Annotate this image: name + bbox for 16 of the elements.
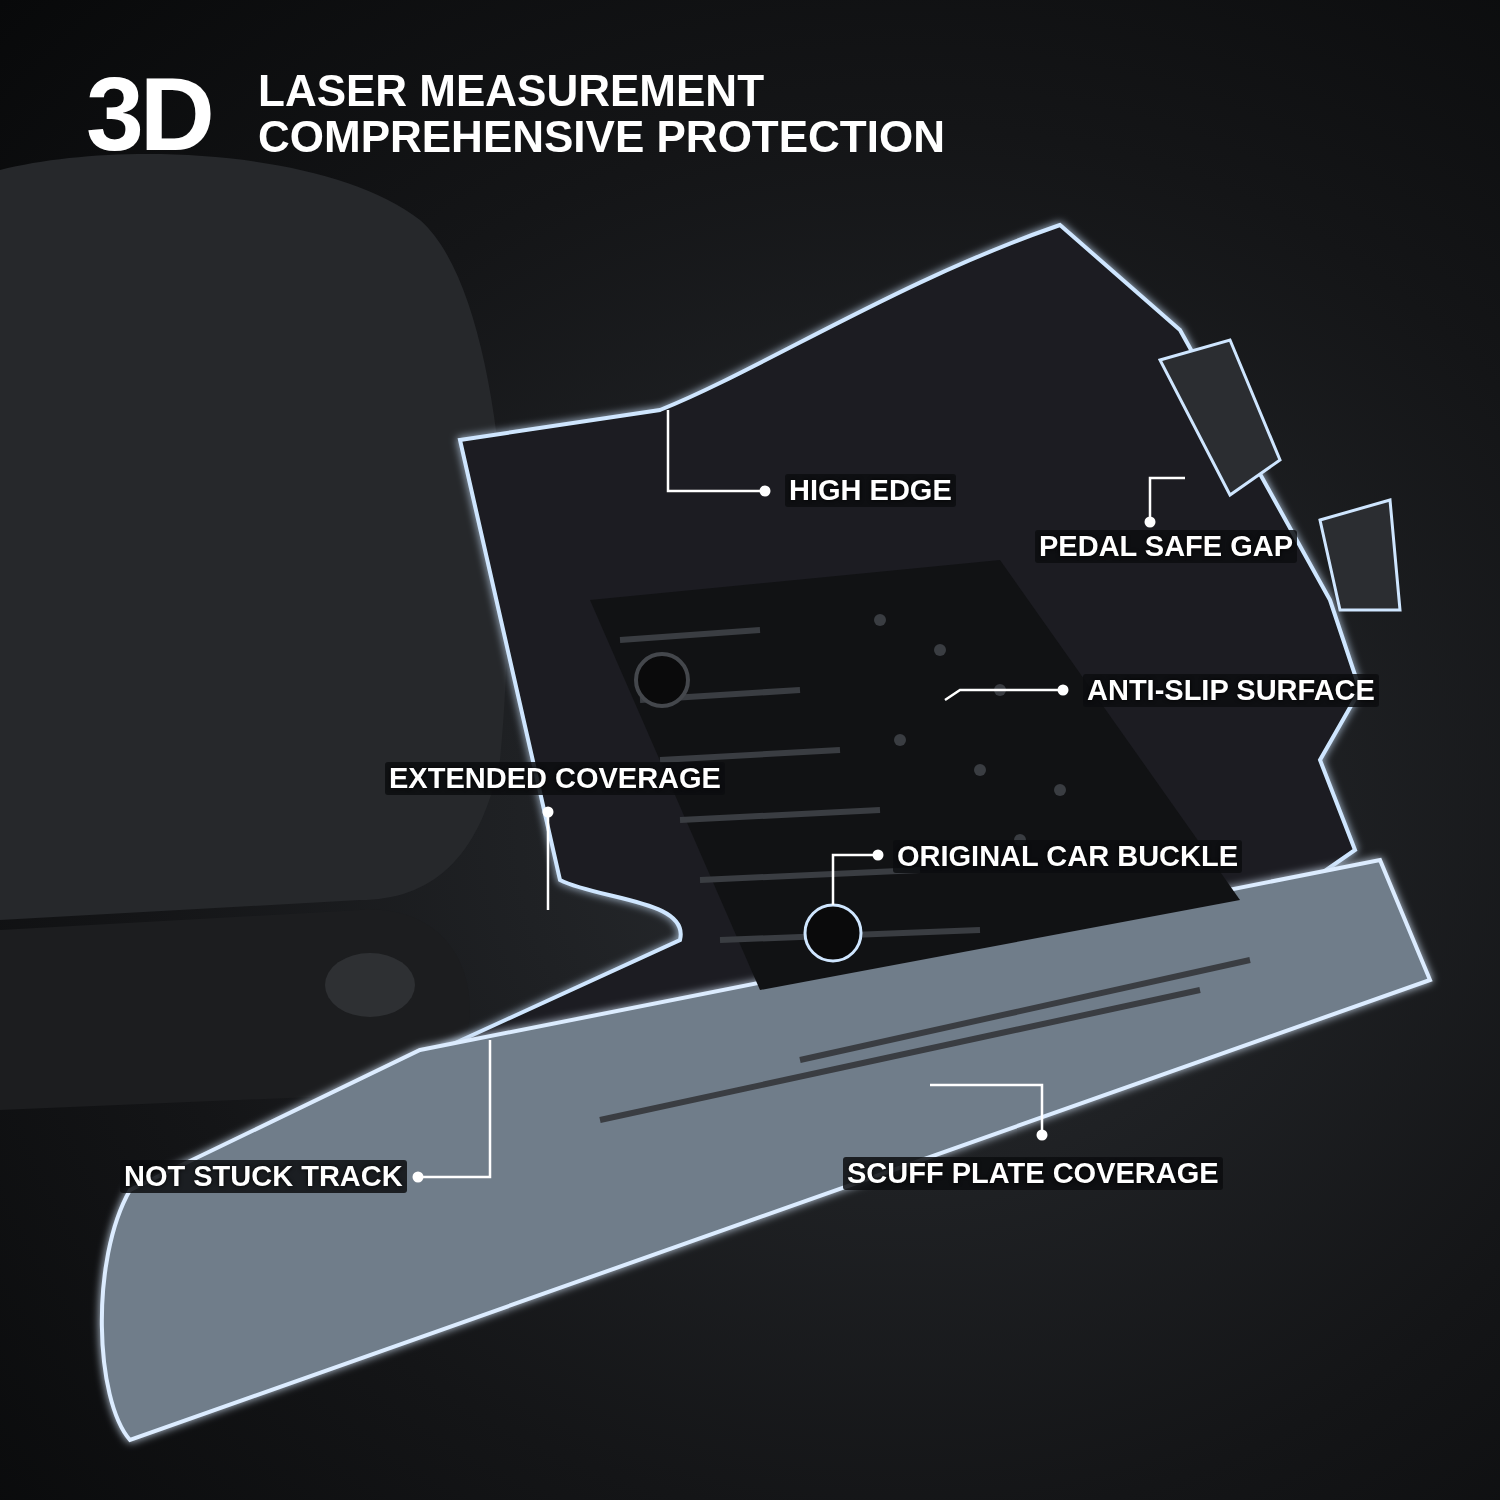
callout-label: SCUFF PLATE COVERAGE [843, 1157, 1223, 1190]
leader-line [666, 410, 771, 497]
leader-line [1144, 476, 1185, 528]
heading-text: LASER MEASUREMENT COMPREHENSIVE PROTECTION [258, 68, 946, 161]
leader-line [542, 806, 554, 910]
leader-line [930, 1083, 1048, 1141]
callout-label: PEDAL SAFE GAP [1035, 530, 1298, 563]
heading-number: 3D [86, 62, 211, 166]
callout-label: HIGH EDGE [785, 474, 956, 507]
leader-line [944, 684, 1069, 702]
callout-label: NOT STUCK TRACK [120, 1160, 407, 1193]
leader-line [412, 1040, 492, 1183]
leader-line [831, 849, 884, 905]
callout-label: EXTENDED COVERAGE [385, 762, 725, 795]
callout-label: ANTI-SLIP SURFACE [1083, 674, 1379, 707]
callout-label: ORIGINAL CAR BUCKLE [893, 840, 1243, 873]
